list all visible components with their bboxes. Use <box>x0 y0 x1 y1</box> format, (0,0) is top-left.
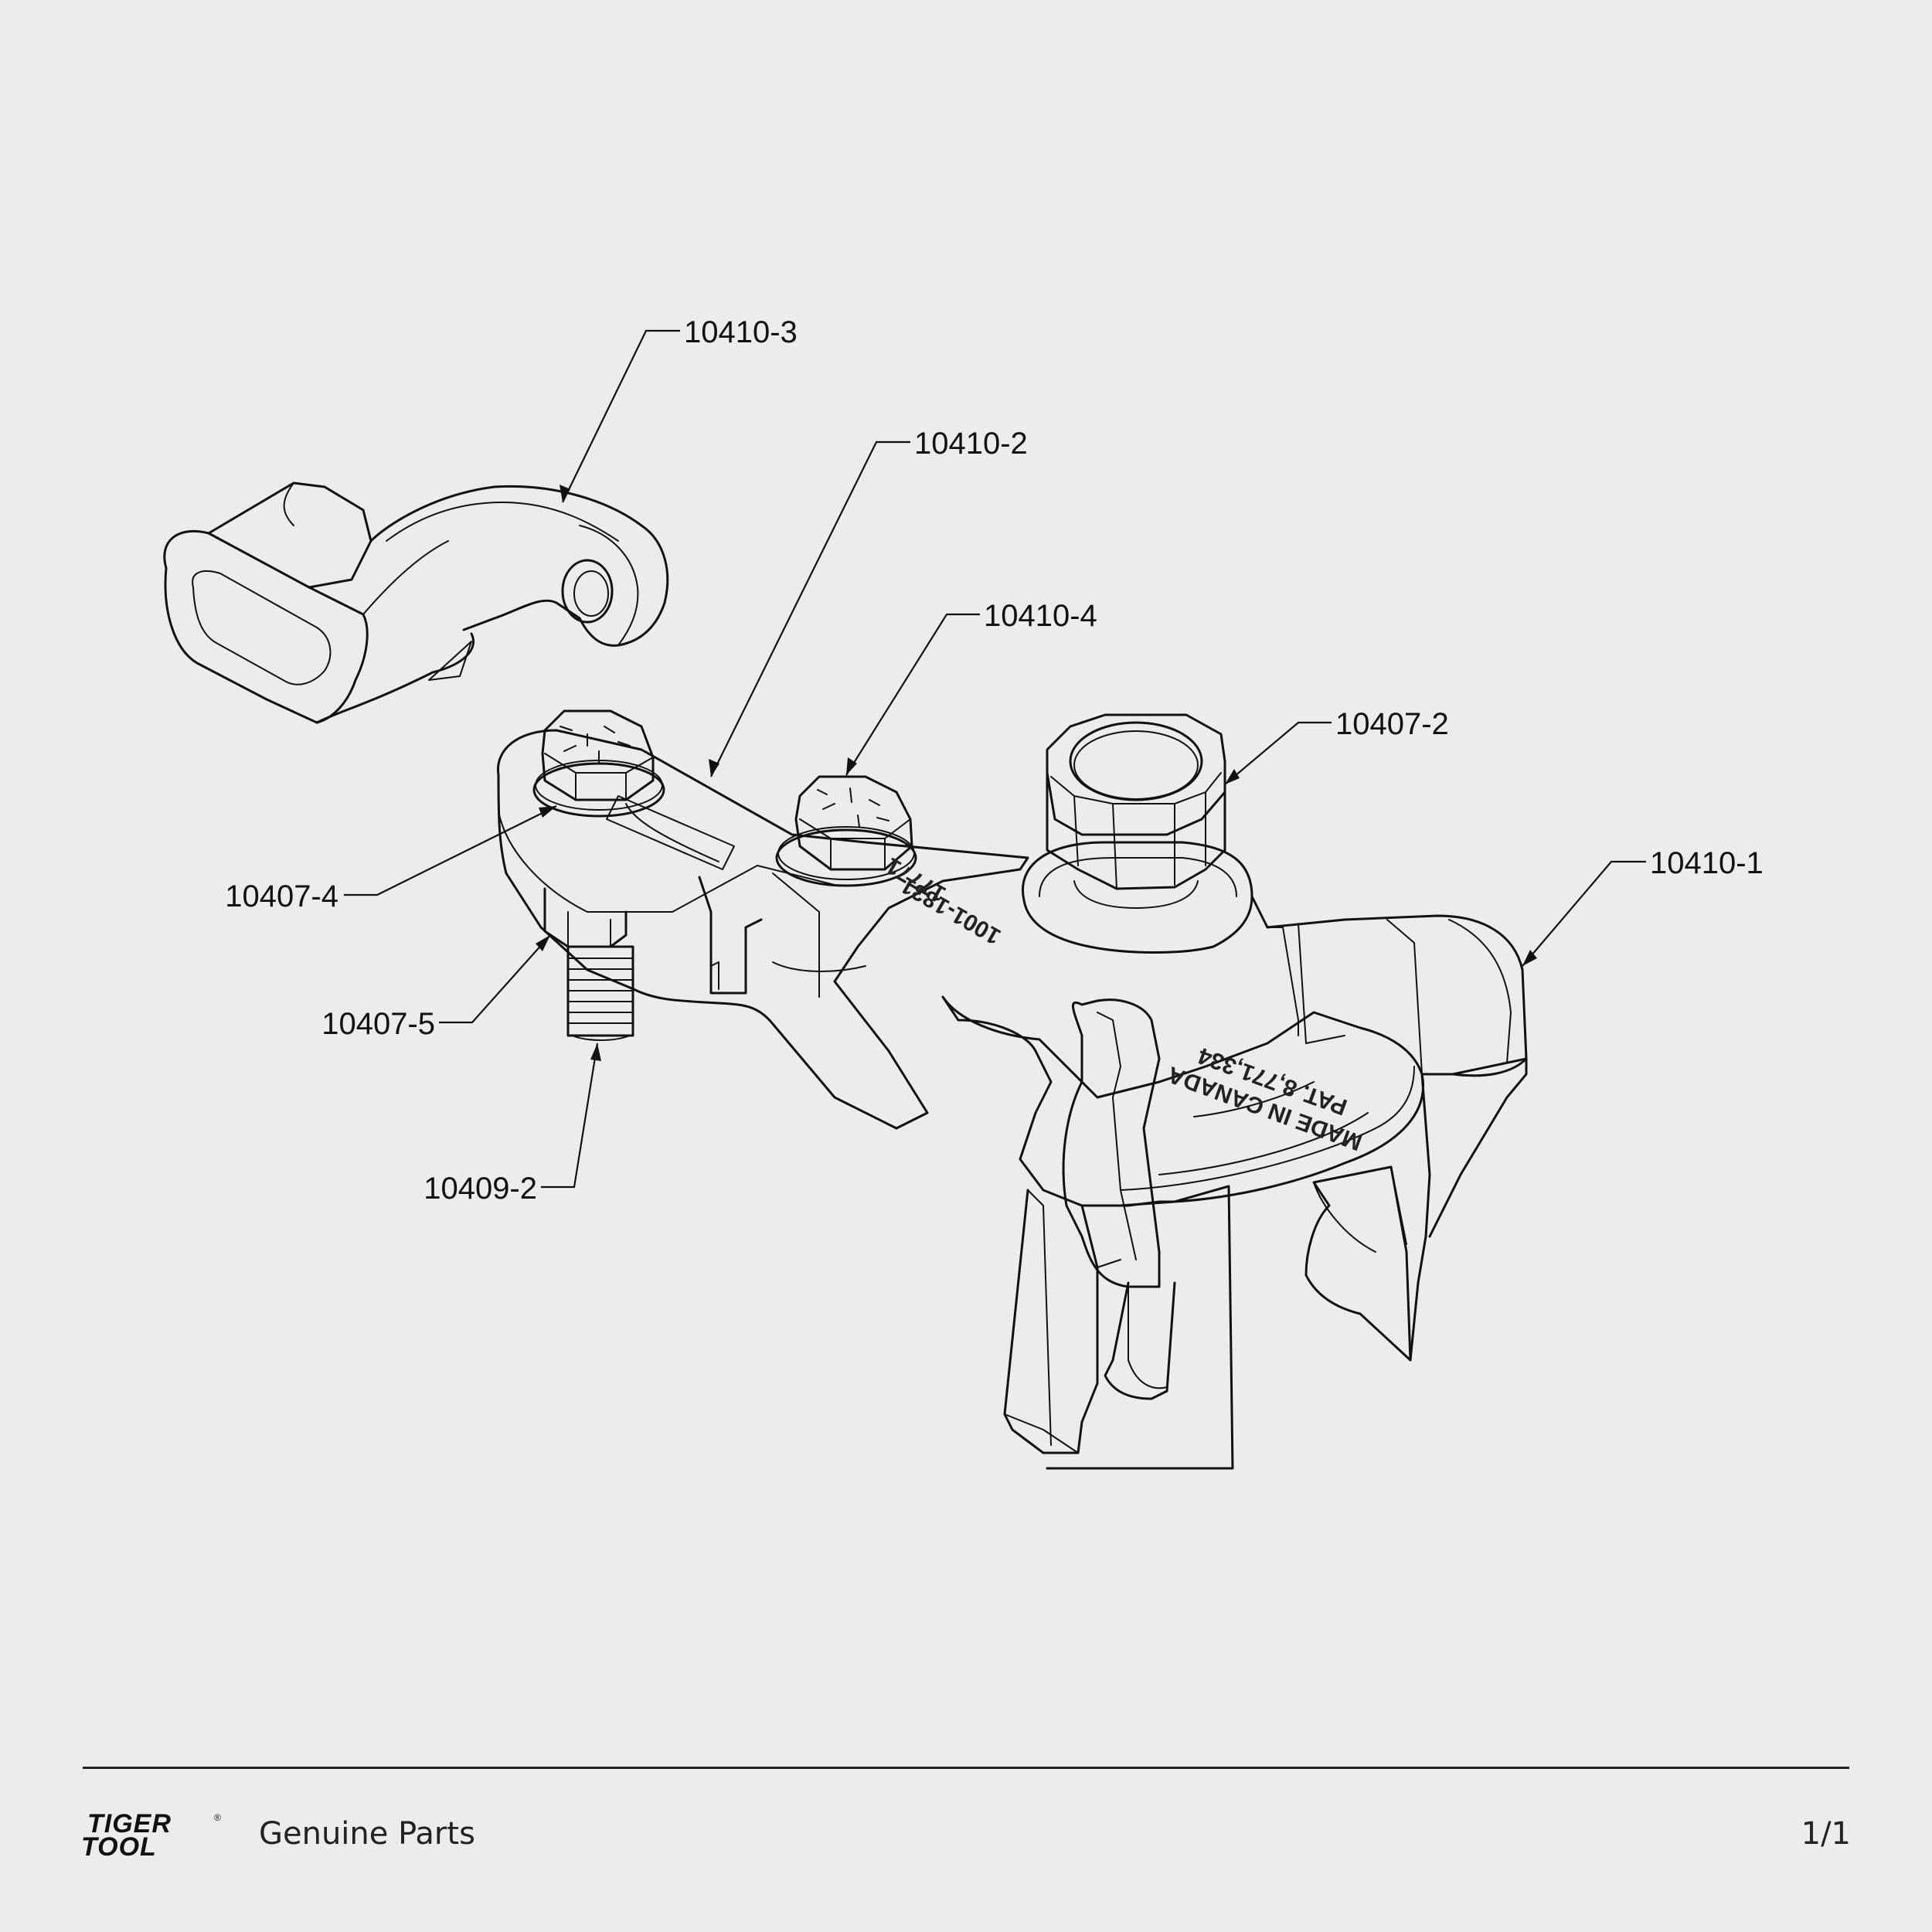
part-clamp-link <box>163 481 669 724</box>
logo-line2: TOOL <box>81 1832 157 1862</box>
callout-10407-4: 10407-4 <box>225 805 557 913</box>
callout-label-10410-4: 10410-4 <box>984 599 1097 633</box>
registered-mark: ® <box>214 1812 221 1823</box>
footer-caption: Genuine Parts <box>259 1816 475 1852</box>
tiger-tool-logo: TIGER TOOL ® <box>81 1809 228 1862</box>
page-number: 1/1 <box>1801 1816 1851 1852</box>
callout-10410-1: 10410-1 <box>1522 846 1764 967</box>
callout-label-10409-2: 10409-2 <box>423 1172 537 1206</box>
logo-line1: TIGER <box>87 1809 172 1838</box>
callout-label-10407-2: 10407-2 <box>1335 707 1449 741</box>
callout-label-10410-2: 10410-2 <box>914 427 1028 461</box>
footer-divider <box>83 1767 1849 1769</box>
callout-10409-2: 10409-2 <box>423 1043 601 1206</box>
callout-10407-2: 10407-2 <box>1224 707 1449 785</box>
part-threaded-stud <box>543 887 634 1041</box>
callout-label-10407-5: 10407-5 <box>321 1007 435 1041</box>
part-puller-body: MADE IN CANADA PAT. 8,771,334 <box>941 841 1528 1470</box>
part-large-nut <box>1046 713 1226 890</box>
callout-10410-3: 10410-3 <box>560 315 798 503</box>
part-arm-plate: 17771 1001-1831 <box>496 709 1029 1130</box>
callout-10407-5: 10407-5 <box>321 934 551 1041</box>
callout-label-10410-1: 10410-1 <box>1650 846 1764 880</box>
callout-10410-2: 10410-2 <box>709 427 1028 777</box>
callout-label-10407-4: 10407-4 <box>225 879 338 913</box>
callout-10410-4: 10410-4 <box>845 599 1097 776</box>
callout-label-10410-3: 10410-3 <box>684 315 798 349</box>
plate-stamp-line2: 1001-1831 <box>896 872 1005 949</box>
